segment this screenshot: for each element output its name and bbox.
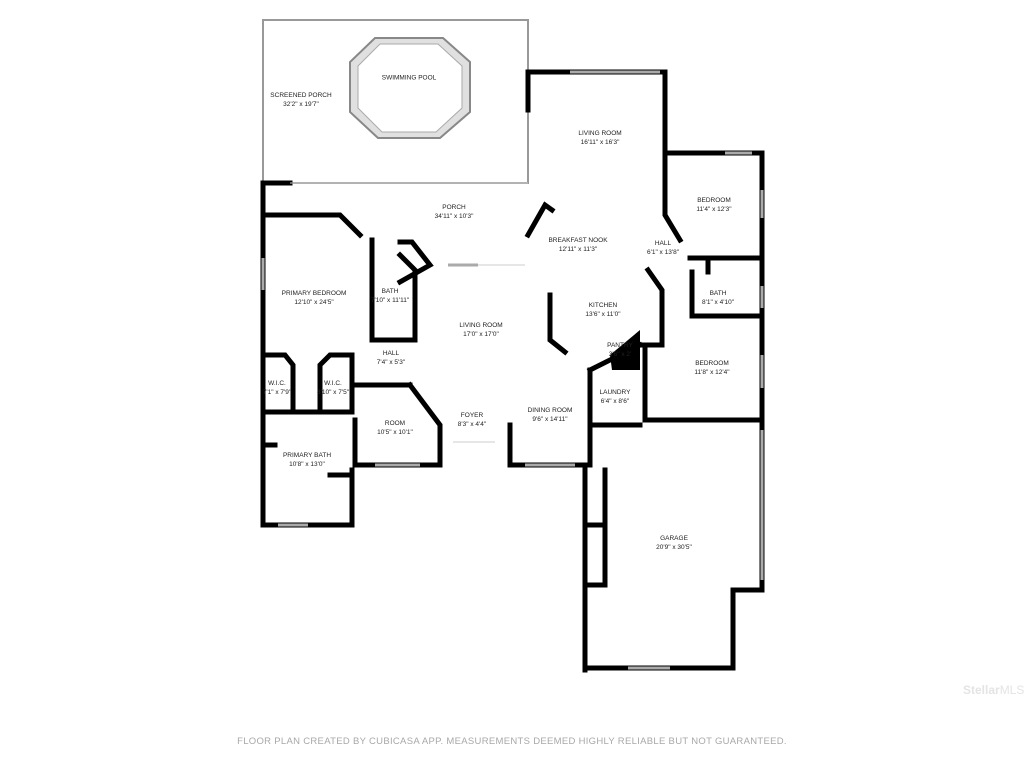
room-name: PORCH (442, 204, 466, 211)
room-label: SWIMMING POOL (382, 74, 437, 83)
room-label: LAUNDRY 6'4" x 8'6" (600, 388, 631, 406)
room-label: LIVING ROOM 16'11" x 16'3" (578, 129, 621, 147)
room-dimensions: 6'1" x 13'8" (646, 249, 680, 256)
room-label: PANTRY 3'6" x 2' (607, 341, 633, 359)
room-name: BREAKFAST NOOK (548, 237, 608, 244)
room-dimensions: 7'1" x 7'9" (262, 389, 292, 396)
room-label: W.I.C. 3'10" x 7'5" (317, 379, 349, 397)
room-dimensions: 32'2" x 19'7" (283, 101, 319, 108)
room-name: BATH (709, 290, 727, 297)
room-name: KITCHEN (588, 302, 618, 309)
room-label: PRIMARY BATH 10'8" x 13'0" (283, 451, 331, 469)
room-label: BEDROOM 11'4" x 12'3" (696, 196, 731, 214)
room-name: W.I.C. (324, 380, 342, 387)
room-label: HALL 7'4" x 5'3" (377, 349, 405, 367)
room-label: GARAGE 20'9" x 30'5" (656, 534, 692, 552)
room-dimensions: 10'8" x 13'0" (289, 461, 325, 468)
room-name: LAUNDRY (599, 389, 631, 396)
room-dimensions: 11'4" x 12'3" (696, 206, 732, 213)
walls (260, 69, 765, 673)
pantry-fill (610, 330, 640, 370)
room-name: BEDROOM (695, 360, 729, 367)
room-dimensions: 12'11" x 11'3" (558, 246, 598, 253)
room-name: BATH (381, 288, 399, 295)
room-dimensions: 7'4" x 5'3" (376, 359, 406, 366)
room-dimensions: 9'6" x 14'11" (532, 416, 568, 423)
room-name: LIVING ROOM (459, 322, 503, 329)
room-dimensions: 34'11" x 10'3" (434, 213, 474, 220)
room-name: DINING ROOM (527, 407, 573, 414)
room-label: DINING ROOM 9'6" x 14'11" (528, 406, 573, 424)
room-name: SCREENED PORCH (270, 92, 332, 99)
room-dimensions: 10'5" x 10'1" (377, 429, 413, 436)
room-label: KITCHEN 13'6" x 11'0" (585, 301, 620, 319)
room-dimensions: 3'6" x 2' (608, 351, 632, 358)
room-dimensions: 3'10" x 7'5" (316, 389, 350, 396)
room-dimensions: 7'10" x 11'11" (370, 297, 410, 304)
room-label: PRIMARY BEDROOM 12'10" x 24'5" (282, 289, 347, 307)
room-name: LIVING ROOM (578, 130, 622, 137)
room-label: BATH 7'10" x 11'11" (371, 287, 409, 305)
room-dimensions: 6'4" x 8'6" (600, 398, 630, 405)
room-dimensions: 11'8" x 12'4" (694, 369, 730, 376)
room-name: PRIMARY BATH (282, 452, 332, 459)
room-name: PANTRY (607, 342, 633, 349)
room-label: HALL 6'1" x 13'8" (647, 239, 679, 257)
room-name: W.I.C. (268, 380, 286, 387)
room-name: GARAGE (660, 535, 688, 542)
room-name: BEDROOM (697, 197, 731, 204)
room-label: ROOM 10'5" x 10'1" (377, 419, 413, 437)
room-dimensions: 20'9" x 30'5" (656, 544, 692, 551)
room-label: SCREENED PORCH 32'2" x 19'7" (270, 91, 331, 109)
watermark-logo: StellarMLS (963, 683, 1024, 697)
room-name: FOYER (460, 412, 484, 419)
room-label: BATH 8'1" x 4'10" (702, 289, 734, 307)
room-label: PORCH 34'11" x 10'3" (435, 203, 474, 221)
room-label: BEDROOM 11'8" x 12'4" (694, 359, 729, 377)
room-dimensions: 8'1" x 4'10" (701, 299, 735, 306)
room-dimensions: 16'11" x 16'3" (580, 139, 620, 146)
room-name: SWIMMING POOL (381, 74, 437, 82)
room-label: W.I.C. 7'1" x 7'9" (263, 379, 291, 397)
room-label: BREAKFAST NOOK 12'11" x 11'3" (548, 236, 607, 254)
room-name: ROOM (384, 420, 406, 427)
room-name: HALL (382, 350, 400, 357)
room-label: FOYER 8'3" x 4'4" (458, 411, 486, 429)
windows (261, 70, 764, 670)
room-dimensions: 12'10" x 24'5" (294, 299, 334, 306)
room-name: PRIMARY BEDROOM (281, 290, 347, 297)
room-name: HALL (654, 240, 672, 247)
room-dimensions: 17'0" x 17'0" (463, 331, 499, 338)
room-dimensions: 8'3" x 4'4" (457, 421, 487, 428)
room-label: LIVING ROOM 17'0" x 17'0" (459, 321, 502, 339)
footer-disclaimer: FLOOR PLAN CREATED BY CUBICASA APP. MEAS… (237, 736, 787, 747)
room-dimensions: 13'6" x 11'0" (585, 311, 621, 318)
